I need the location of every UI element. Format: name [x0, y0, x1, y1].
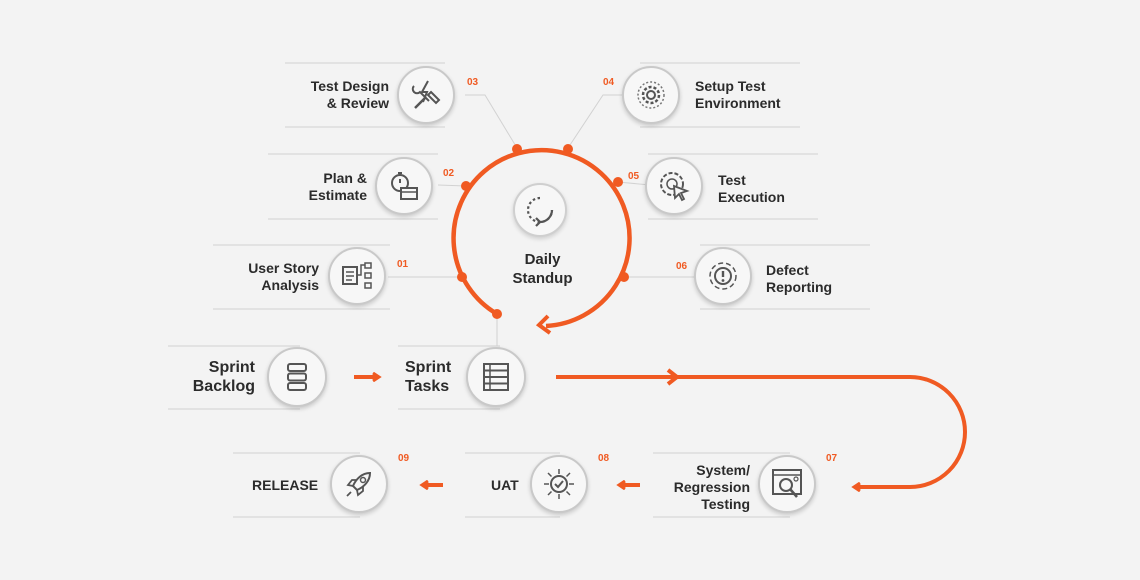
- browser-magnifier-icon: [758, 455, 816, 513]
- standup-ring: [451, 147, 632, 329]
- step-number: 07: [826, 453, 838, 464]
- step-plan-estimate-label: Plan &Estimate: [308, 170, 367, 203]
- check-circle-icon: [530, 455, 588, 513]
- step-number: 08: [598, 453, 610, 464]
- refresh-icon: [513, 183, 567, 237]
- step-number: 02: [443, 168, 455, 179]
- step-test-design-label: Test Design& Review: [310, 78, 389, 111]
- arrow-tasks-to-system: [556, 375, 968, 487]
- task-list-icon: [466, 347, 526, 407]
- label-frames: [168, 62, 870, 518]
- document-tree-icon: [328, 247, 386, 305]
- step-number: 04: [603, 77, 615, 88]
- rocket-icon: [330, 455, 388, 513]
- step-uat-label: UAT: [491, 477, 519, 493]
- step-number: 01: [397, 259, 409, 270]
- alert-icon: [694, 247, 752, 305]
- step-number: 09: [398, 453, 410, 464]
- step-number: 05: [628, 171, 640, 182]
- gear-icon: [622, 66, 680, 124]
- ring-dots: [457, 144, 629, 319]
- step-number: 06: [676, 261, 688, 272]
- step-release-label: RELEASE: [252, 477, 319, 493]
- step-number: 03: [467, 77, 479, 88]
- cursor-target-icon: [645, 157, 703, 215]
- ring-arrowhead: [535, 314, 552, 335]
- tools-icon: [397, 66, 455, 124]
- stopwatch-icon: [375, 157, 433, 215]
- stack-icon: [267, 347, 327, 407]
- arrow-mid-chevron: [666, 368, 681, 386]
